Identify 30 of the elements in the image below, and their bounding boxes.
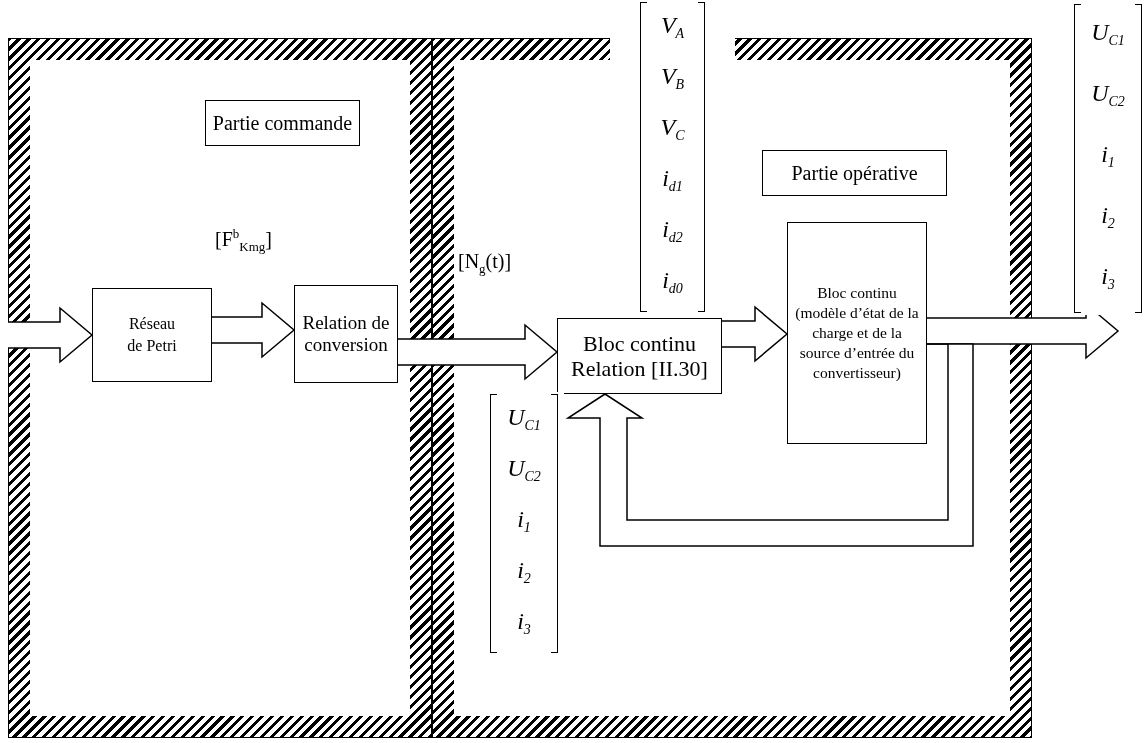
block-arrow	[565, 343, 974, 547]
section-title-box: Partie opérative	[762, 150, 947, 196]
matrix-entry: V$_{B}$	[660, 62, 685, 94]
block-arrow	[397, 323, 559, 381]
matrix-entry: i$_{1}$	[1101, 140, 1115, 172]
matrix-entry: i$_{3}$	[1101, 262, 1115, 294]
process-box: Relation de conversion	[294, 285, 398, 383]
edge-label: [N$_{g}$(t)]	[458, 250, 512, 277]
section-title-box: Partie commande	[205, 100, 360, 146]
matrix-entry: i$_{d0}$	[662, 266, 683, 298]
matrix-entry: i$_{1}$	[517, 505, 531, 537]
matrix-entry: V$_{A}$	[660, 11, 685, 43]
matrix-entry: U$_{C1}$	[1091, 18, 1125, 50]
edge-label: [F$^{b}$$_{Kmg}$]	[215, 226, 272, 255]
matrix-entry: U$_{C2}$	[1091, 79, 1125, 111]
matrix-entry: U$_{C2}$	[507, 454, 541, 486]
process-box: Bloc continu (modèle d’état de la charge et de la source d’entrée du convertisseur)	[787, 222, 927, 444]
matrix-entry: i$_{d2}$	[662, 215, 683, 247]
matrix-entry: V$_{C}$	[660, 113, 685, 145]
process-box: Bloc continu Relation [II.30]	[557, 318, 722, 394]
matrix-entry: i$_{3}$	[517, 607, 531, 639]
block-arrow	[211, 301, 296, 359]
matrix-entry: i$_{2}$	[1101, 201, 1115, 233]
block-arrow	[7, 306, 94, 364]
matrix-entry: i$_{d1}$	[662, 164, 683, 196]
process-box: Réseau de Petri	[92, 288, 212, 382]
hatched-enclosure	[8, 38, 432, 738]
block-arrow	[721, 305, 789, 363]
matrix-entry: i$_{2}$	[517, 556, 531, 588]
matrix-entry: U$_{C1}$	[507, 403, 541, 435]
